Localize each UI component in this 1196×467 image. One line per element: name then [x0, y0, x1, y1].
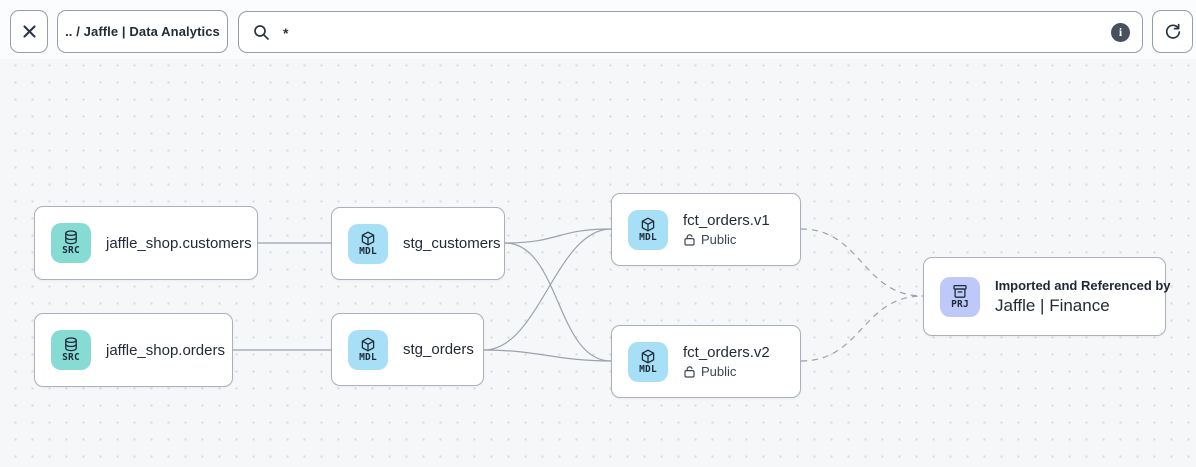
- cube-icon: [361, 337, 375, 352]
- graph-node-stg-orders[interactable]: MDL stg_orders: [331, 313, 484, 386]
- node-label: stg_customers: [403, 235, 501, 252]
- search-icon: [254, 24, 269, 40]
- graph-node-fct-orders-v2[interactable]: MDL fct_orders.v2 Public: [611, 325, 801, 398]
- badge-label: MDL: [359, 351, 377, 363]
- model-badge: MDL: [628, 341, 668, 382]
- graph-node-source-orders[interactable]: SRC jaffle_shop.orders: [34, 313, 233, 387]
- access-label: Public: [701, 364, 737, 379]
- project-sublabel: Imported and Referenced by: [995, 277, 1171, 293]
- toolbar: .. / Jaffle | Data Analytics i: [0, 0, 1196, 59]
- refresh-button[interactable]: [1152, 10, 1193, 53]
- badge-label: SRC: [62, 352, 80, 364]
- database-icon: [65, 337, 77, 352]
- cube-icon: [641, 349, 655, 364]
- node-label: stg_orders: [403, 341, 474, 358]
- close-button[interactable]: [10, 10, 48, 53]
- unlock-icon: [684, 366, 695, 378]
- database-icon: [65, 230, 77, 245]
- node-label: Jaffle | Finance: [995, 295, 1110, 315]
- model-badge: MDL: [348, 223, 388, 264]
- breadcrumb[interactable]: .. / Jaffle | Data Analytics: [57, 10, 228, 53]
- badge-label: MDL: [359, 245, 377, 257]
- info-icon[interactable]: i: [1111, 22, 1130, 42]
- refresh-icon: [1165, 23, 1180, 39]
- search-box[interactable]: i: [238, 11, 1143, 53]
- node-label: fct_orders.v2: [683, 344, 770, 361]
- access-label: Public: [701, 232, 737, 247]
- node-label: jaffle_shop.orders: [106, 341, 225, 359]
- project-badge: PRJ: [940, 276, 980, 317]
- node-label: jaffle_shop.customers: [106, 234, 252, 252]
- source-badge: SRC: [51, 330, 91, 370]
- badge-label: SRC: [62, 245, 80, 257]
- badge-label: PRJ: [951, 298, 969, 310]
- node-label: fct_orders.v1: [683, 212, 770, 229]
- cube-icon: [641, 217, 655, 232]
- close-icon: [22, 25, 36, 38]
- graph-node-source-customers[interactable]: SRC jaffle_shop.customers: [34, 206, 258, 280]
- graph-node-stg-customers[interactable]: MDL stg_customers: [331, 207, 505, 280]
- badge-label: MDL: [639, 363, 657, 375]
- source-badge: SRC: [51, 223, 91, 263]
- model-badge: MDL: [348, 329, 388, 370]
- graph-node-project-jaffle-finance[interactable]: PRJ Imported and Referenced by Jaffle | …: [923, 257, 1171, 336]
- breadcrumb-label: .. / Jaffle | Data Analytics: [65, 24, 220, 39]
- badge-label: MDL: [639, 231, 657, 243]
- cube-icon: [361, 231, 375, 246]
- archive-box-icon: [953, 284, 967, 298]
- search-input[interactable]: [281, 22, 1100, 42]
- unlock-icon: [684, 234, 695, 246]
- model-badge: MDL: [628, 209, 668, 250]
- graph-node-fct-orders-v1[interactable]: MDL fct_orders.v1 Public: [611, 193, 801, 266]
